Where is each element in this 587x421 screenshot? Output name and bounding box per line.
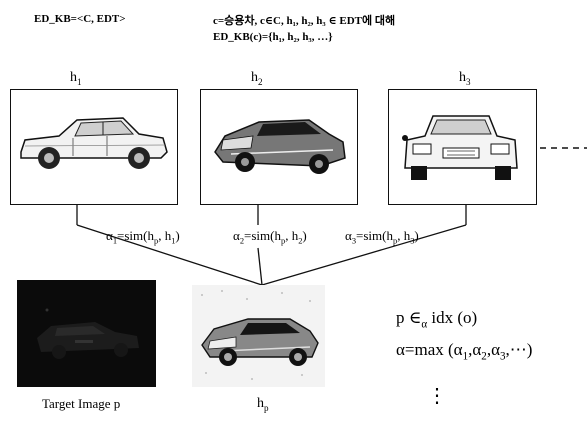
label-h2: h2 xyxy=(251,70,263,87)
formula-membership: p ∈α idx (o) xyxy=(396,308,478,331)
line-h2-to-hp xyxy=(257,247,263,286)
image-h2 xyxy=(200,89,358,205)
similarity-alpha2: α2=sim(hp, h2) xyxy=(233,228,307,246)
line-h3-to-hp xyxy=(261,224,467,286)
kb-definition: ED_KB=<C, EDT> xyxy=(34,13,126,25)
line-h1-to-hp xyxy=(76,224,263,286)
kb-set: ED_KB(c)={h₁, h₂, h₃, …} xyxy=(213,31,333,43)
target-image xyxy=(17,280,156,387)
image-hp xyxy=(192,285,325,387)
car-front-view-icon xyxy=(214,119,346,174)
hp-label: hp xyxy=(257,396,269,413)
target-image-label: Target Image p xyxy=(42,396,121,411)
image-h1 xyxy=(10,89,178,205)
car-hp-icon xyxy=(192,285,325,387)
vertical-ellipsis: ⋮ xyxy=(427,385,447,407)
image-h3 xyxy=(388,89,537,205)
label-h3: h3 xyxy=(459,70,471,87)
car-side-view-icon xyxy=(20,117,168,169)
car-rear-view-icon xyxy=(402,115,518,180)
target-photo-icon xyxy=(17,280,156,387)
label-h1: h1 xyxy=(70,70,82,87)
condition-line: c=승용차, c∈C, h₁, h₂, h₃ ∈ EDT에 대해 xyxy=(213,15,396,27)
formula-max: α=max (α1,α2,α3,⋯) xyxy=(396,340,533,363)
similarity-alpha1: α1=sim(hp, h1) xyxy=(106,228,180,246)
similarity-alpha3: α3=sim(hp, h3) xyxy=(345,228,419,246)
